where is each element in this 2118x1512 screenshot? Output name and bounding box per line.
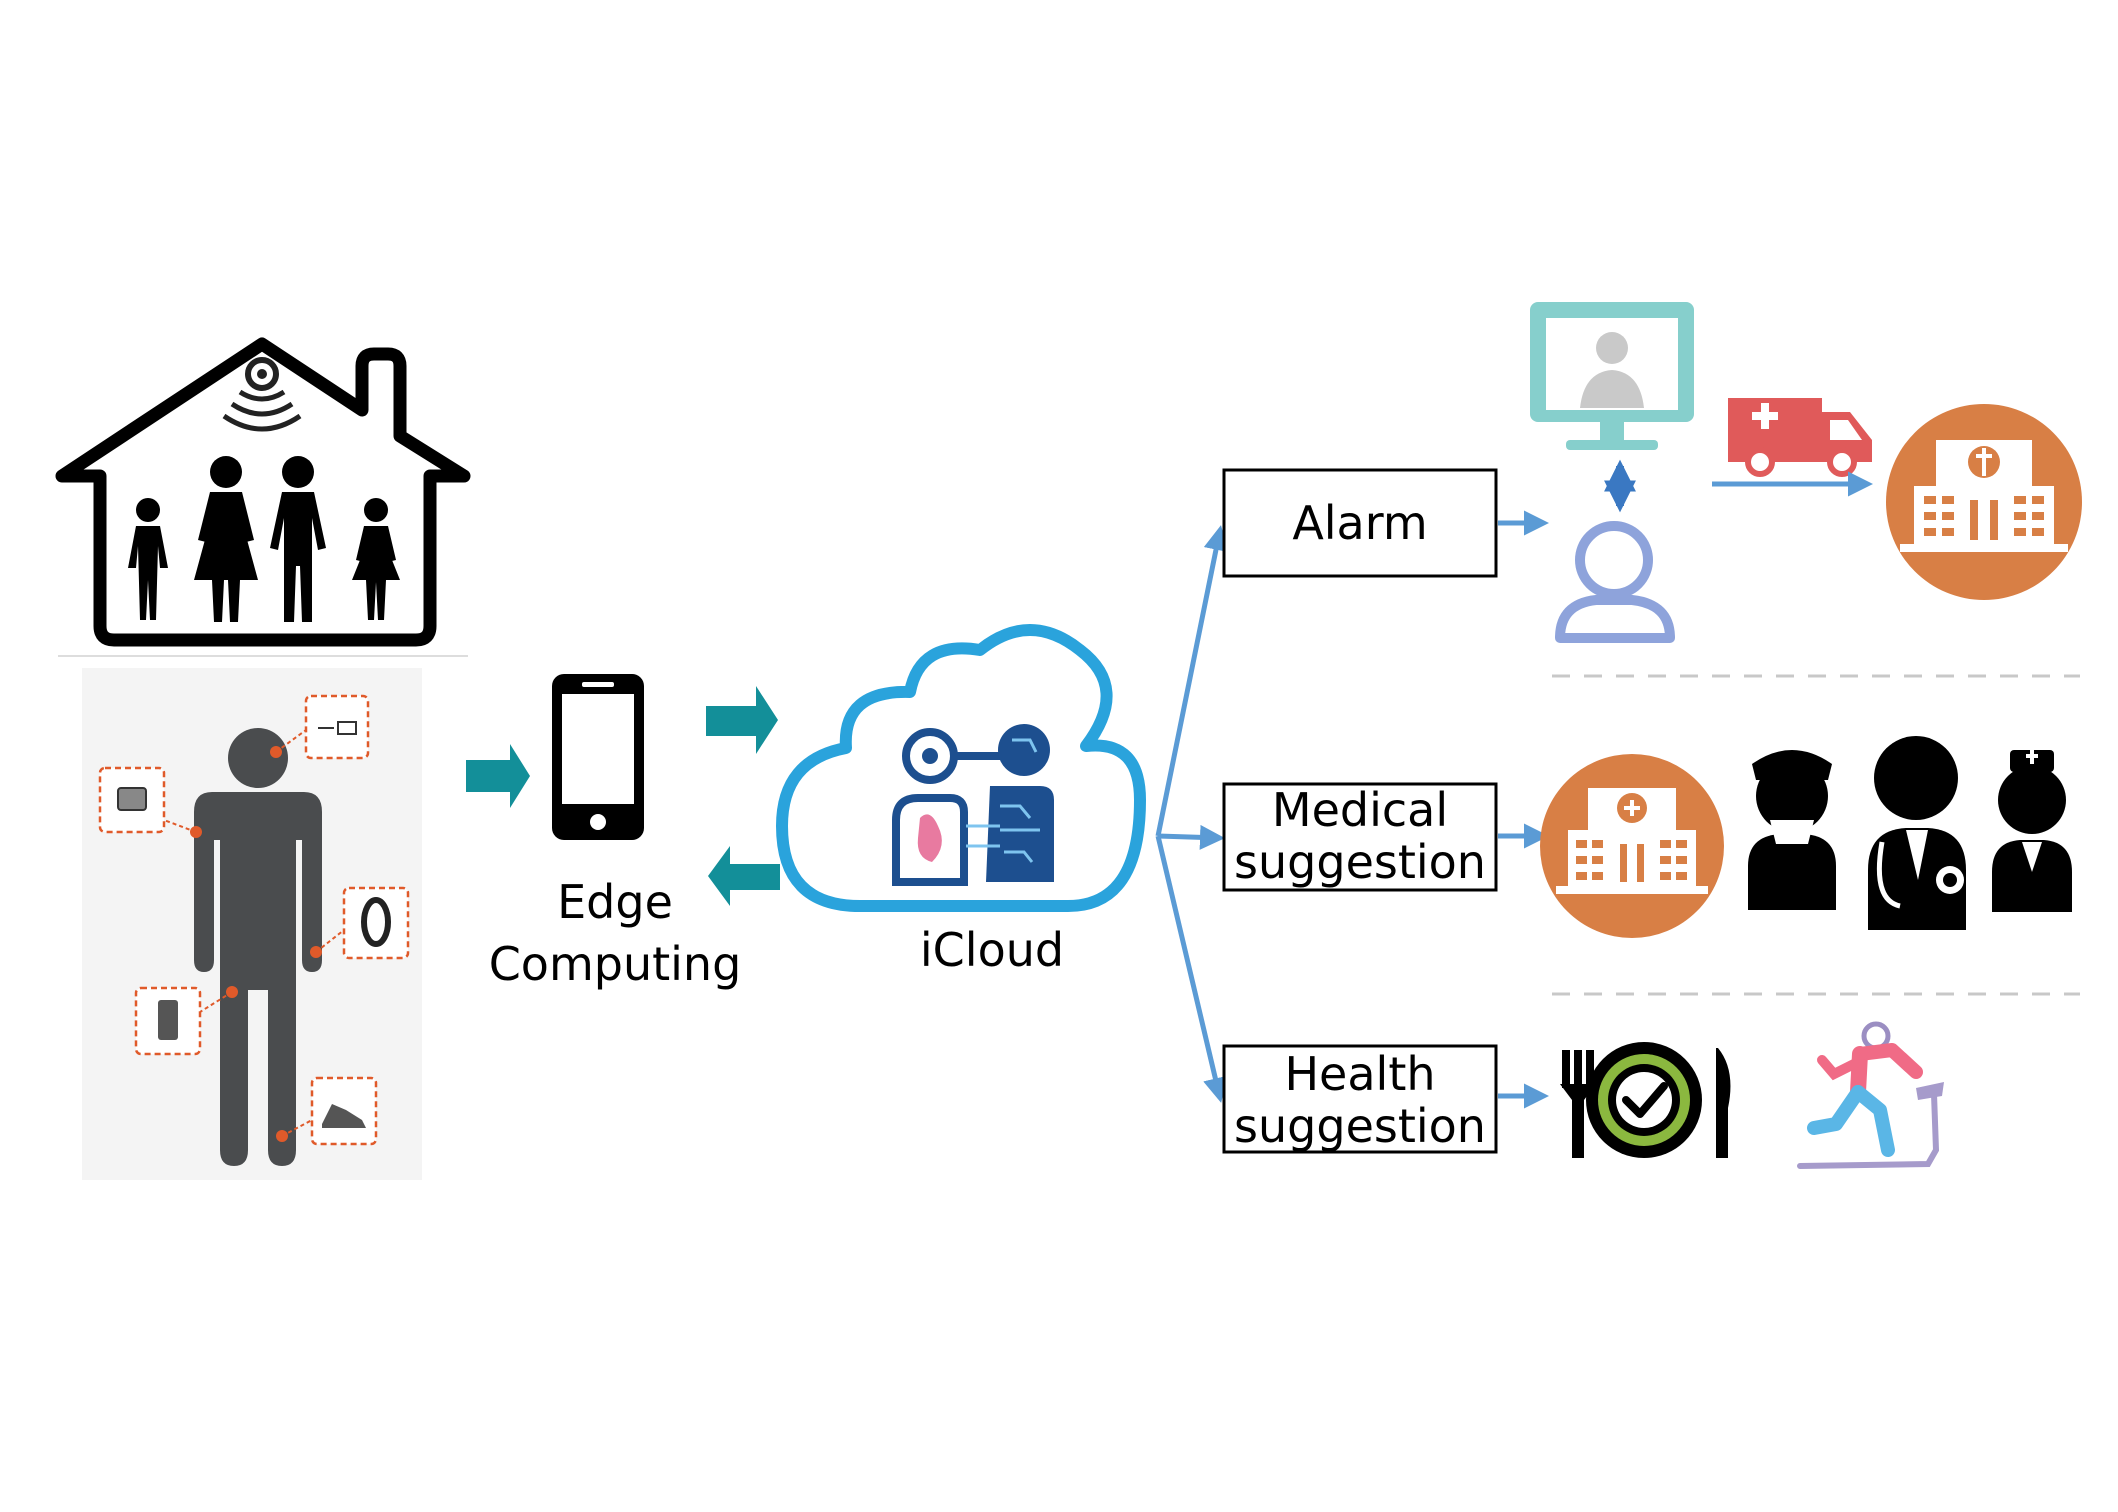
teal-arrow-to-phone: [466, 744, 530, 808]
hospital-icon-2: [1540, 754, 1724, 938]
medical-suggestion-box: Medical suggestion: [1222, 782, 1498, 892]
ambulance-icon: [1728, 398, 1872, 477]
health-suggestion-box: Health suggestion: [1222, 1044, 1498, 1154]
hospital-icon: [1886, 404, 2082, 600]
edge-computing-label-line1: Edge: [557, 875, 673, 929]
alarm-box: Alarm: [1222, 468, 1498, 578]
house-family-icon: [55, 337, 471, 647]
teal-arrow-from-cloud: [708, 846, 780, 906]
medical-label-line1: Medical: [1272, 783, 1448, 837]
edge-computing-label-line2: Computing: [489, 937, 742, 991]
fanout-arrows: [1155, 525, 1229, 1103]
treadmill-runner-icon: [1797, 1021, 1944, 1169]
monitor-doctor-icon: [1530, 302, 1694, 450]
teal-arrow-to-cloud: [706, 686, 778, 754]
wifi-camera-icon: [222, 357, 302, 432]
ai-medical-icon: [892, 724, 1054, 886]
user-icon: [1555, 521, 1675, 643]
alarm-label: Alarm: [1292, 496, 1427, 550]
family-figures: [128, 456, 400, 622]
health-label-line1: Health: [1284, 1047, 1435, 1101]
diet-plate-icon: [1560, 1042, 1731, 1158]
cloud-label: iCloud: [920, 923, 1064, 977]
wearable-sensors: [98, 694, 410, 1146]
medical-staff-icon: [1748, 736, 2072, 930]
smartphone-icon: [552, 674, 644, 840]
cloud-icon: [776, 624, 1146, 912]
human-silhouette: [194, 728, 322, 1166]
medical-label-line2: suggestion: [1234, 835, 1486, 889]
health-label-line2: suggestion: [1234, 1099, 1486, 1153]
body-sensor-icon: [82, 668, 422, 1180]
